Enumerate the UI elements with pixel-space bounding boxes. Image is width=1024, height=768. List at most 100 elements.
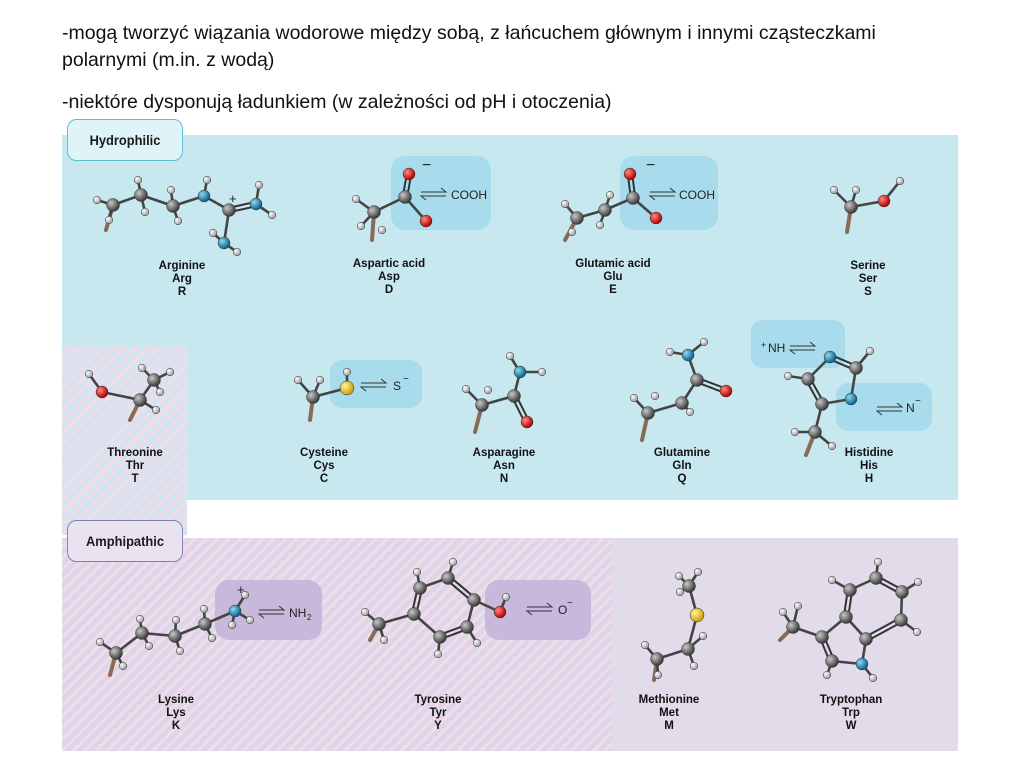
carbon-atom [467,593,481,607]
hydrogen-atom [240,590,250,600]
hydrogen-atom [412,567,422,577]
double-bond [864,617,901,638]
histidine-plus-sign: + [761,340,766,350]
three-letter: Cys [313,460,335,472]
carbon-atom [222,203,236,217]
molecule-tryptophan [778,557,923,683]
hydrogen-atom [665,347,675,357]
carbon-atom [475,398,489,412]
hydrogen-atom [783,371,793,381]
hydrogen-atom [913,577,923,587]
arginine-plus-sign: + [229,191,237,206]
molecule-cysteine [293,367,355,422]
one-letter: R [177,286,187,298]
hydrogen-atom [151,405,161,415]
hydrogen-atom [171,615,181,625]
three-letter: Gln [672,460,692,472]
lysine-nh-label: NH [289,606,306,620]
hydrogen-atom [483,385,493,395]
nitrogen-atom [513,365,527,379]
hydrogen-atom [351,194,361,204]
hydrogen-atom [254,180,264,190]
carbon-atom [198,617,212,631]
tyrosine-minus-sign: − [567,598,573,609]
hydrogen-atom [95,637,105,647]
hydrogen-atom [693,567,703,577]
molecule-glutamic-acid [560,167,663,242]
hydrogen-atom [207,633,217,643]
hydrogen-atom [895,176,905,186]
name: Arginine [158,260,206,272]
hydrogen-atom [175,646,185,656]
hydrogen-atom [640,640,650,650]
carbon-atom [801,372,815,386]
nitrogen-atom [844,392,858,406]
tyrosine-o-label: O [558,603,567,617]
one-letter: H [864,473,874,485]
hydrogen-atom [232,247,242,257]
name: Methionine [638,694,700,706]
carbon-atom [570,211,584,225]
hydrogen-atom [104,215,114,225]
carbon-atom [815,397,829,411]
one-letter: Y [434,720,442,732]
name: Glutamic acid [575,258,651,270]
equilibrium-arrow [648,187,677,201]
one-letter: D [384,284,394,296]
hydrogen-atom [790,427,800,437]
oxygen-atom [520,415,534,429]
hydrogen-atom [379,635,389,645]
molecule-threonine [84,363,175,422]
oxygen-atom [649,211,663,225]
amphipathic-tag: Amphipathic [67,520,183,562]
nitrogen-atom [823,350,837,364]
three-letter: Glu [603,271,623,283]
hydrogen-atom [827,575,837,585]
carbon-atom [372,617,386,631]
hydrogen-atom [567,227,577,237]
equilibrium-arrow [419,187,448,201]
molecule-histidine [783,346,875,457]
name: Serine [850,260,886,272]
bullet-hydrogen-bonds: -mogą tworzyć wiązania wodorowe między s… [62,22,876,71]
aspartate-cooh-label: COOH [451,188,487,202]
one-letter: N [499,473,509,485]
three-letter: Tyr [429,707,447,719]
molecule-tyrosine [360,557,511,659]
carbon-atom [109,646,123,660]
carbon-atom [690,373,704,387]
hydrogen-atom [84,369,94,379]
hydrogen-atom [650,391,660,401]
hydrogen-atom [873,557,883,567]
name: Aspartic acid [352,258,426,270]
amphipathic-panel [612,538,958,751]
name: Glutamine [653,447,711,459]
oxygen-atom [402,167,416,181]
carbon-atom [134,188,148,202]
hydrogen-atom [822,670,832,680]
carbon-atom [367,205,381,219]
lysine-nh2-subscript: 2 [307,613,312,622]
one-letter: T [131,473,139,485]
glutamate-cooh-label: COOH [679,188,715,202]
name: Histidine [844,447,894,459]
label-aspartic-acid: Aspartic acid Asp D [324,258,454,297]
carbon-atom [306,390,320,404]
three-letter: Met [659,707,679,719]
label-cysteine: Cysteine Cys C [259,447,389,486]
carbon-atom [843,583,857,597]
hydrogen-atom [267,210,277,220]
three-letter: Trp [842,707,860,719]
carbon-atom [407,607,421,621]
hydrophilic-tag: Hydrophilic [67,119,183,161]
carbon-atom [786,620,800,634]
three-letter: Lys [166,707,186,719]
hydrogen-atom [560,199,570,209]
equilibrium-arrow [875,402,904,416]
nitrogen-atom [681,348,695,362]
hydrogen-atom [685,407,695,417]
hydrogen-atom [629,393,639,403]
hydrogen-atom [377,225,387,235]
hydrogen-atom [356,221,366,231]
hydrogen-atom [433,649,443,659]
